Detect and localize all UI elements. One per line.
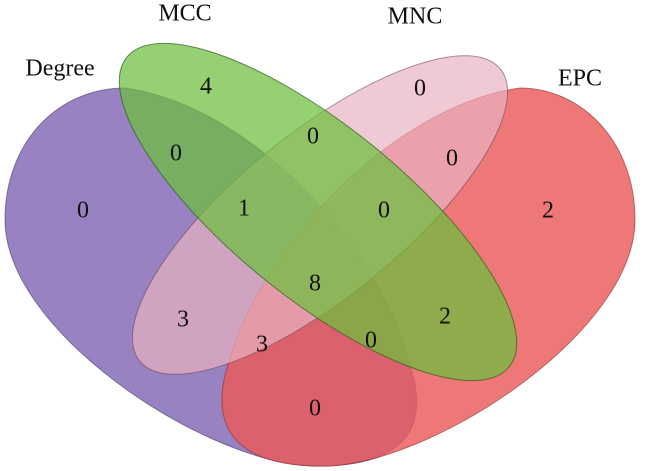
region-degree-mnc-epc: 3 bbox=[256, 332, 268, 358]
region-degree-mcc-mnc: 1 bbox=[238, 196, 250, 222]
region-mcc-mnc: 0 bbox=[307, 124, 319, 150]
set-mcc bbox=[118, 42, 518, 382]
region-all-four: 8 bbox=[309, 271, 321, 297]
label-degree: Degree bbox=[25, 56, 94, 82]
label-mcc: MCC bbox=[158, 1, 211, 27]
region-mcc-mnc-epc: 0 bbox=[378, 198, 390, 224]
region-epc-only: 2 bbox=[542, 198, 554, 224]
region-mnc-only: 0 bbox=[414, 76, 426, 102]
region-degree-only: 0 bbox=[77, 198, 89, 224]
region-degree-mcc-epc: 0 bbox=[365, 328, 377, 354]
region-mcc-only: 4 bbox=[200, 74, 212, 100]
label-epc: EPC bbox=[558, 66, 602, 92]
region-mcc-epc: 2 bbox=[439, 304, 451, 330]
region-degree-mcc: 0 bbox=[170, 141, 182, 167]
region-degree-mnc: 3 bbox=[177, 307, 189, 333]
region-degree-epc: 0 bbox=[309, 396, 321, 422]
region-mnc-epc: 0 bbox=[446, 146, 458, 172]
label-mnc: MNC bbox=[388, 4, 443, 30]
